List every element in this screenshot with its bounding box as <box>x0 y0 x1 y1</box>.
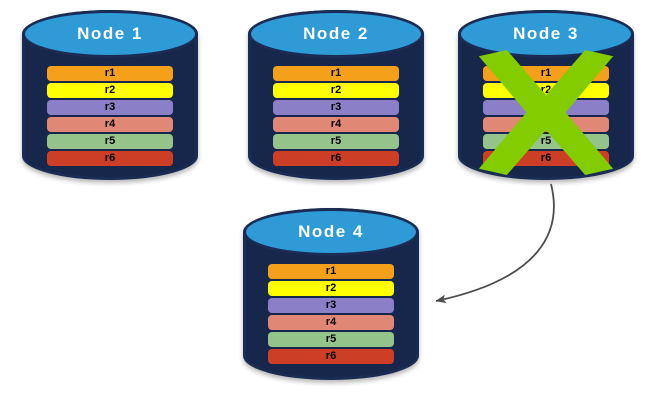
record-row[interactable]: r3 <box>46 100 174 115</box>
replication-arrow <box>435 183 555 304</box>
record-list: r1 r2 r3 r4 r5 r6 <box>482 66 610 166</box>
node-cylinder-top <box>243 208 419 256</box>
record-row[interactable]: r1 <box>267 264 395 279</box>
record-row[interactable]: r6 <box>272 151 400 166</box>
record-row[interactable]: r3 <box>267 298 395 313</box>
record-row[interactable]: r2 <box>46 83 174 98</box>
record-row[interactable]: r1 <box>46 66 174 81</box>
record-list: r1 r2 r3 r4 r5 r6 <box>272 66 400 166</box>
record-row[interactable]: r2 <box>272 83 400 98</box>
record-row[interactable]: r6 <box>482 151 610 166</box>
record-row[interactable]: r1 <box>272 66 400 81</box>
record-row[interactable]: r3 <box>272 100 400 115</box>
node-cylinder-top <box>22 10 198 58</box>
record-row[interactable]: r3 <box>482 100 610 115</box>
record-row[interactable]: r5 <box>46 134 174 149</box>
record-row[interactable]: r2 <box>267 281 395 296</box>
record-row[interactable]: r4 <box>267 315 395 330</box>
record-row[interactable]: r5 <box>267 332 395 347</box>
node-cylinder-top <box>458 10 634 58</box>
record-row[interactable]: r4 <box>272 117 400 132</box>
record-row[interactable]: r6 <box>46 151 174 166</box>
record-row[interactable]: r5 <box>482 134 610 149</box>
node-cylinder-top <box>248 10 424 58</box>
record-row[interactable]: r5 <box>272 134 400 149</box>
record-row[interactable]: r4 <box>482 117 610 132</box>
record-row[interactable]: r6 <box>267 349 395 364</box>
record-row[interactable]: r1 <box>482 66 610 81</box>
record-row[interactable]: r2 <box>482 83 610 98</box>
record-list: r1 r2 r3 r4 r5 r6 <box>267 264 395 364</box>
record-list: r1 r2 r3 r4 r5 r6 <box>46 66 174 166</box>
record-row[interactable]: r4 <box>46 117 174 132</box>
